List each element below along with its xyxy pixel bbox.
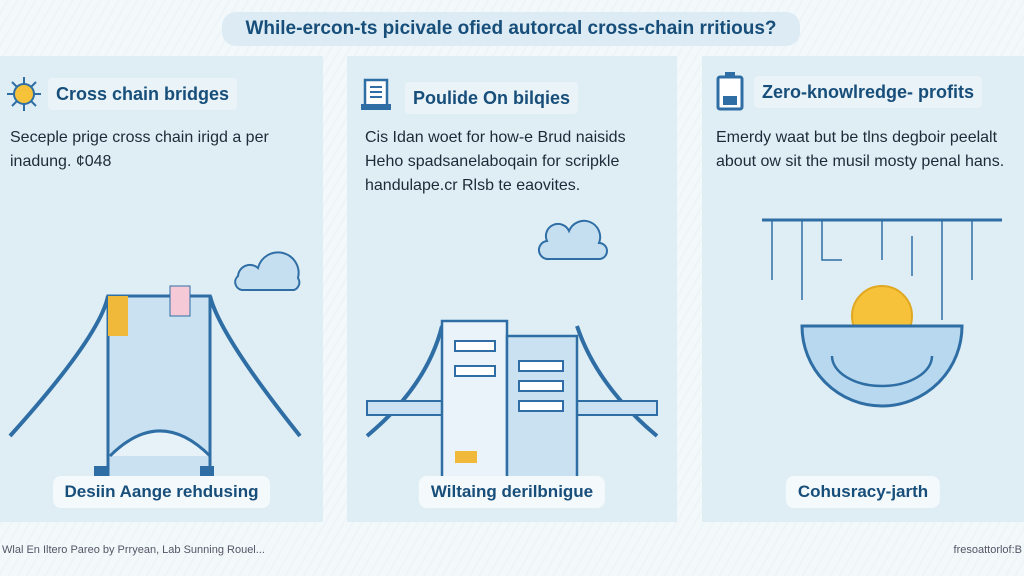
footer-credit: Wlal En Iltero Pareo by Prryean, Lab Sun… <box>2 544 265 556</box>
document-icon <box>361 78 391 110</box>
bridge-illustration <box>8 251 302 476</box>
panel-cross-chain-bridges: Cross chain bridges Seceple prige cross … <box>0 56 323 522</box>
page-title: While-ercon-ts picivale ofied autorcal c… <box>222 12 800 46</box>
panel-heading: Poulide On bilqies <box>405 82 579 114</box>
panel-text: Seceple prige cross chain irigd a per in… <box>10 129 269 170</box>
panel-text: Emerdy waat but be tlns degboir peelalt … <box>716 129 1005 170</box>
panel-heading: Cross chain bridges <box>48 78 238 110</box>
building-bridge-illustration <box>365 219 659 476</box>
panel-caption: Wiltaing derilbnigue <box>418 476 606 508</box>
panel-caption: Desiin Aange rehdusing <box>52 476 271 508</box>
sun-icon <box>7 77 41 111</box>
panel-caption: Cohusracy-jarth <box>785 476 941 508</box>
panel-text: Cis Idan woet for how-e Brud naisids Heh… <box>365 129 626 194</box>
battery-icon <box>716 72 744 111</box>
footer-source: fresoattorlof:B <box>953 544 1022 556</box>
panel-zero-knowledge: Zero-knowlredge- profits Emerdy waat but… <box>702 56 1024 522</box>
coin-network-illustration <box>762 218 1002 408</box>
panel-heading: Zero-knowlredge- profits <box>754 76 983 108</box>
panel-poulide: Poulide On bilqies Cis Idan woet for how… <box>347 56 677 522</box>
